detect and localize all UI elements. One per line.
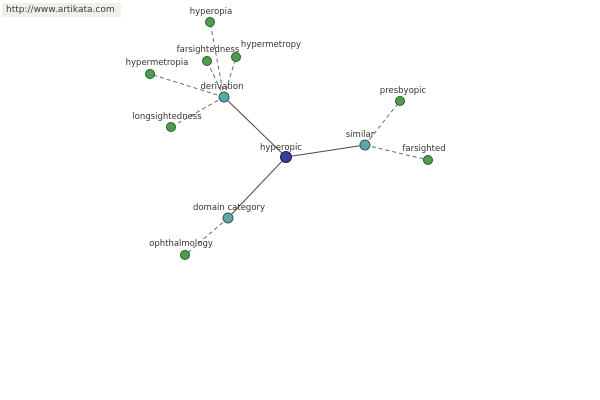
edge-derivation-longsightedness (170, 96, 225, 128)
node-hyperopia[interactable] (205, 17, 215, 27)
edge-derivation-hyperopia (209, 21, 225, 98)
node-farsighted[interactable] (423, 155, 433, 165)
edge-hyperopic-derivation (223, 96, 287, 158)
node-ophthalmology[interactable] (180, 250, 190, 260)
node-label-hyperopic: hyperopic (260, 143, 302, 153)
node-hypermetropy[interactable] (231, 52, 241, 62)
node-presbyopic[interactable] (395, 96, 405, 106)
node-label-similar: similar (346, 130, 375, 140)
edge-hyperopic-domain-category (227, 156, 287, 219)
node-derivation[interactable] (218, 91, 230, 103)
node-domain-category[interactable] (222, 212, 234, 224)
node-label-hypermetropy: hypermetropy (241, 40, 301, 50)
node-label-hypermetropia: hypermetropia (126, 58, 189, 68)
node-similar[interactable] (359, 139, 371, 151)
node-farsightedness[interactable] (202, 56, 212, 66)
node-label-ophthalmology: ophthalmology (149, 239, 213, 249)
node-label-longsightedness: longsightedness (132, 112, 202, 122)
node-label-hyperopia: hyperopia (190, 7, 233, 17)
node-longsightedness[interactable] (166, 122, 176, 132)
node-hypermetropia[interactable] (145, 69, 155, 79)
edge-domain-category-ophthalmology (184, 217, 229, 256)
edge-derivation-hypermetropia (149, 73, 225, 98)
node-label-farsighted: farsighted (402, 144, 445, 154)
url-watermark: http://www.artikata.com (2, 3, 121, 17)
edge-similar-presbyopic (364, 100, 401, 146)
node-hyperopic[interactable] (280, 151, 292, 163)
node-label-domain-category: domain category (193, 203, 265, 213)
edge-similar-farsighted (364, 144, 429, 161)
edge-hyperopic-similar (285, 144, 366, 158)
node-label-farsightedness: farsightedness (177, 45, 240, 55)
node-label-derivation: derivation (200, 82, 243, 92)
node-label-presbyopic: presbyopic (380, 86, 427, 96)
